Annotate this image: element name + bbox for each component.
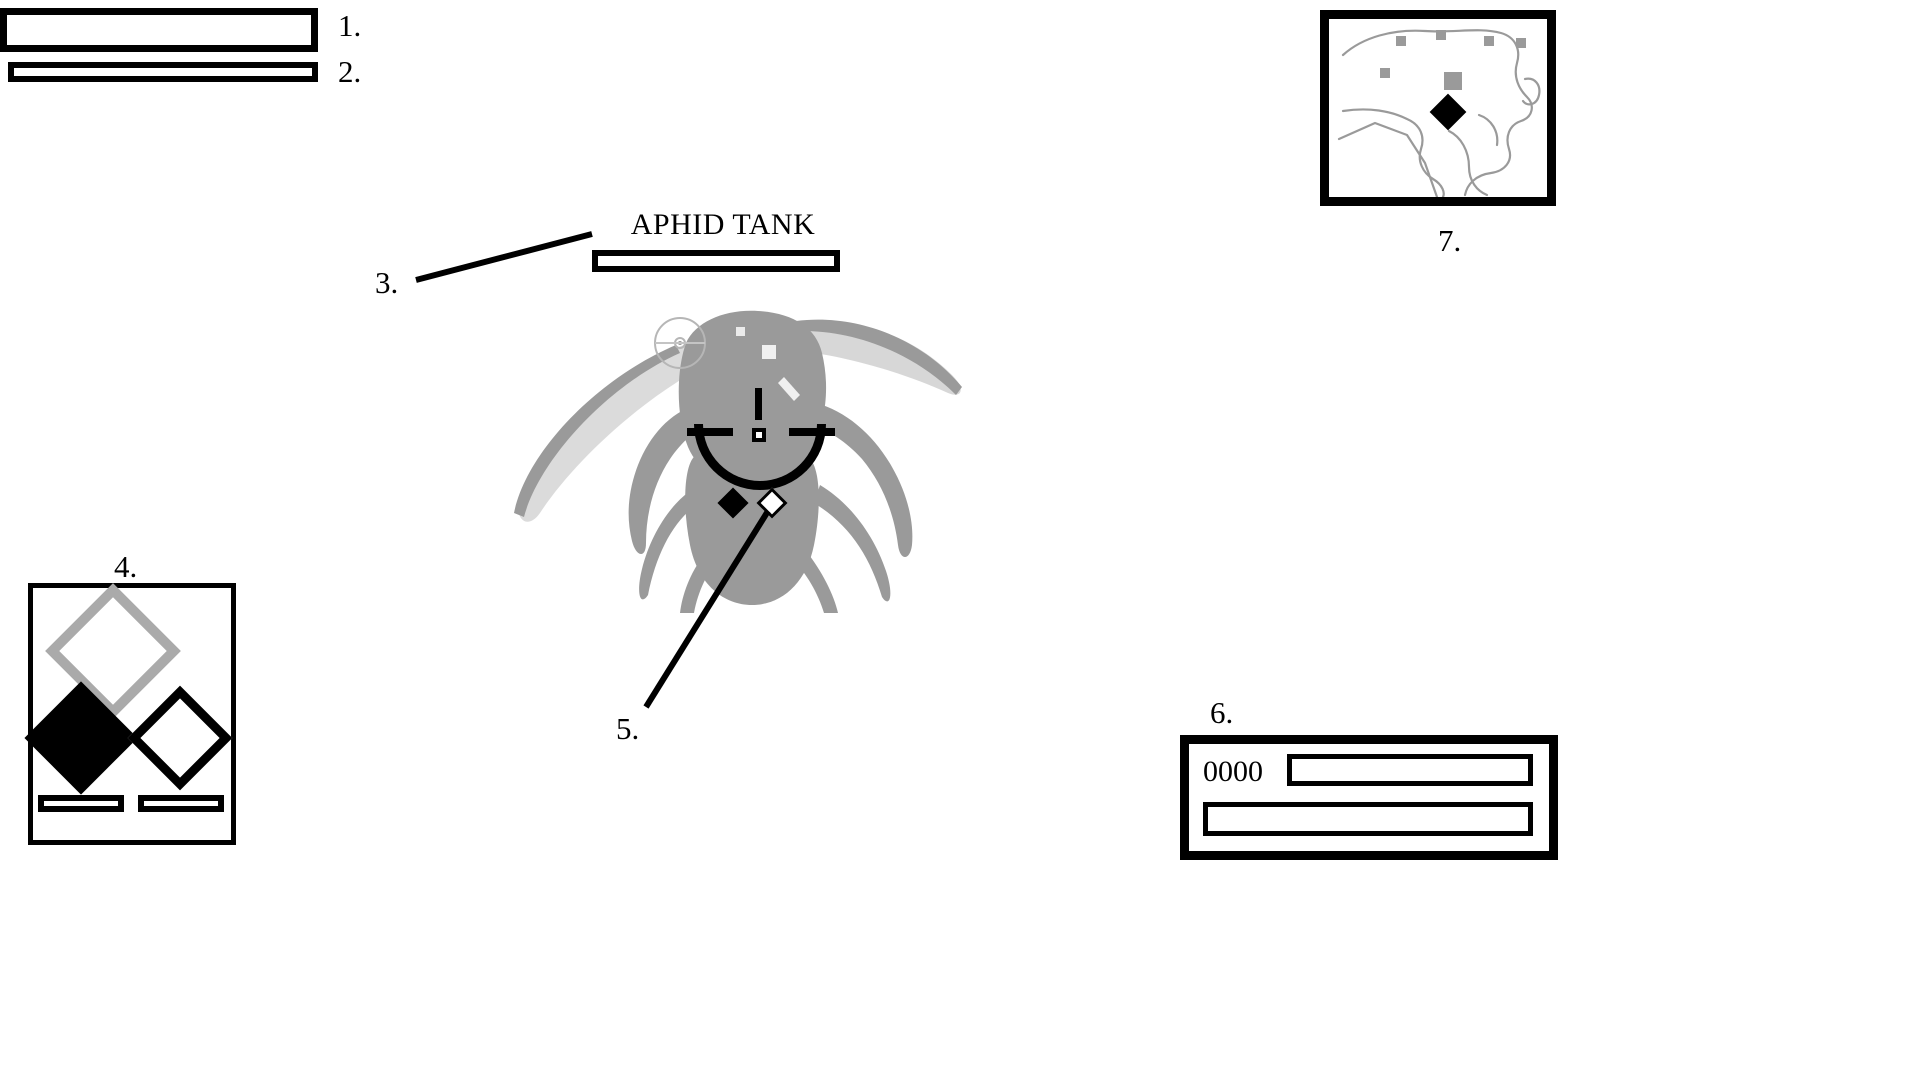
callout-6: 6. [1210, 695, 1234, 730]
callout-4: 4. [114, 549, 138, 584]
minimap-blip [1484, 36, 1494, 46]
callout-1: 1. [338, 8, 362, 43]
boss-health-bar [592, 250, 840, 272]
ability-panel [24, 583, 236, 845]
minimap-blip [1396, 36, 1406, 46]
reticle-alert-icon [755, 388, 762, 420]
minimap-blip [1436, 30, 1446, 40]
player-stamina-bar [8, 62, 318, 82]
callout-5-leader-line [643, 509, 771, 709]
callout-7: 7. [1438, 223, 1462, 258]
ammo-magazine-bar [1287, 754, 1533, 786]
ability-slot-two-charge-bar [138, 795, 224, 812]
callout-5: 5. [616, 711, 640, 746]
minimap-player-marker-icon [1429, 93, 1467, 131]
boss-health-fill [598, 256, 834, 266]
weapon-reload-bar [1203, 802, 1533, 836]
callout-2: 2. [338, 54, 362, 89]
ability-slot-one-charge-bar [38, 795, 124, 812]
enemy-silhouette [514, 310, 962, 613]
minimap-blip-objective [1444, 72, 1462, 90]
ability-slot-two-icon[interactable] [127, 685, 233, 791]
ability-slot-one-icon[interactable] [24, 681, 138, 795]
ammo-panel: 0000 [1180, 735, 1558, 860]
player-health-bar [0, 8, 318, 52]
boss-name-label: APHID TANK [630, 208, 816, 241]
minimap-blip [1516, 38, 1526, 48]
callout-3: 3. [375, 265, 399, 300]
callout-3-leader-line [415, 231, 593, 283]
ammo-count-label: 0000 [1203, 755, 1263, 788]
minimap-panel[interactable] [1320, 10, 1556, 206]
minimap-terrain [1337, 29, 1541, 197]
minimap-blip [1380, 68, 1390, 78]
